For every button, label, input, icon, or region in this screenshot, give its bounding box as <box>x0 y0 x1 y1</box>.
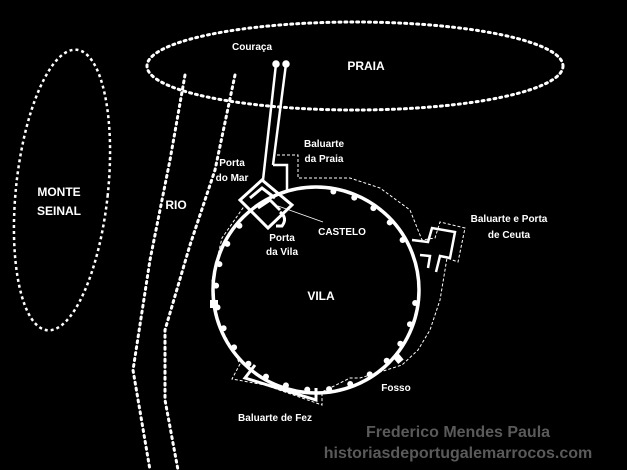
castelo-leader-line <box>277 205 324 223</box>
wall-towers <box>213 188 419 393</box>
wall-tower <box>282 382 289 389</box>
river-bank-left <box>131 73 187 470</box>
wall-tower <box>224 240 231 247</box>
monte-seinal-zone <box>12 48 112 332</box>
praia-zone <box>145 20 565 112</box>
wall-tower <box>263 373 269 380</box>
wall-tower <box>216 261 223 268</box>
wall-tower <box>351 194 358 201</box>
wall-tower <box>231 344 238 351</box>
wall-tower <box>386 219 393 226</box>
ceuta-bastion <box>411 226 457 273</box>
wall-tower <box>347 380 354 387</box>
wall-tower <box>220 325 227 332</box>
label-seinal: SEINAL <box>37 204 81 218</box>
label-castelo: CASTELO <box>318 227 366 238</box>
wall-tower <box>412 300 419 307</box>
label-couraca: Couraça <box>232 42 272 53</box>
river-bank-right <box>163 73 237 470</box>
watermark-author: Frederico Mendes Paula <box>366 424 550 441</box>
couraca-wall <box>261 60 290 190</box>
label-porta-vila-2: da Vila <box>266 247 298 258</box>
wall-tower <box>330 188 337 195</box>
fosso-outline <box>211 154 466 406</box>
fez-bastion <box>242 364 318 403</box>
wall-tower <box>236 222 243 229</box>
label-porta-vila-1: Porta <box>269 233 295 244</box>
wall-tower <box>383 357 390 364</box>
wall-tower <box>397 340 404 347</box>
label-baluarte-ceuta-1: Baluarte e Porta <box>471 214 548 225</box>
label-fosso: Fosso <box>381 383 410 394</box>
label-porta-mar-1: Porta <box>219 158 245 169</box>
wall-tower <box>213 282 220 289</box>
wall-tower <box>366 371 373 378</box>
label-praia: PRAIA <box>347 59 385 73</box>
label-baluarte-praia-2: da Praia <box>305 154 344 165</box>
label-vila: VILA <box>307 289 335 303</box>
label-monte: MONTE <box>37 185 80 199</box>
watermark-site: historiasdeportugalemarrocos.com <box>324 445 593 462</box>
wall-tower <box>399 237 406 243</box>
bastion-west <box>210 300 218 308</box>
wall-tower <box>304 386 311 393</box>
bastion-southeast <box>393 353 404 364</box>
label-porta-mar-2: do Mar <box>216 173 249 184</box>
label-baluarte-praia-1: Baluarte <box>304 139 344 150</box>
wall-tower <box>326 386 333 393</box>
castelo-structure <box>237 178 295 231</box>
wall-tower <box>406 321 413 328</box>
label-baluarte-ceuta-2: de Ceuta <box>488 230 531 241</box>
label-rio: RIO <box>165 198 186 212</box>
wall-tower <box>370 205 377 212</box>
label-baluarte-fez: Baluarte de Fez <box>238 413 312 424</box>
wall-tower <box>245 360 252 367</box>
